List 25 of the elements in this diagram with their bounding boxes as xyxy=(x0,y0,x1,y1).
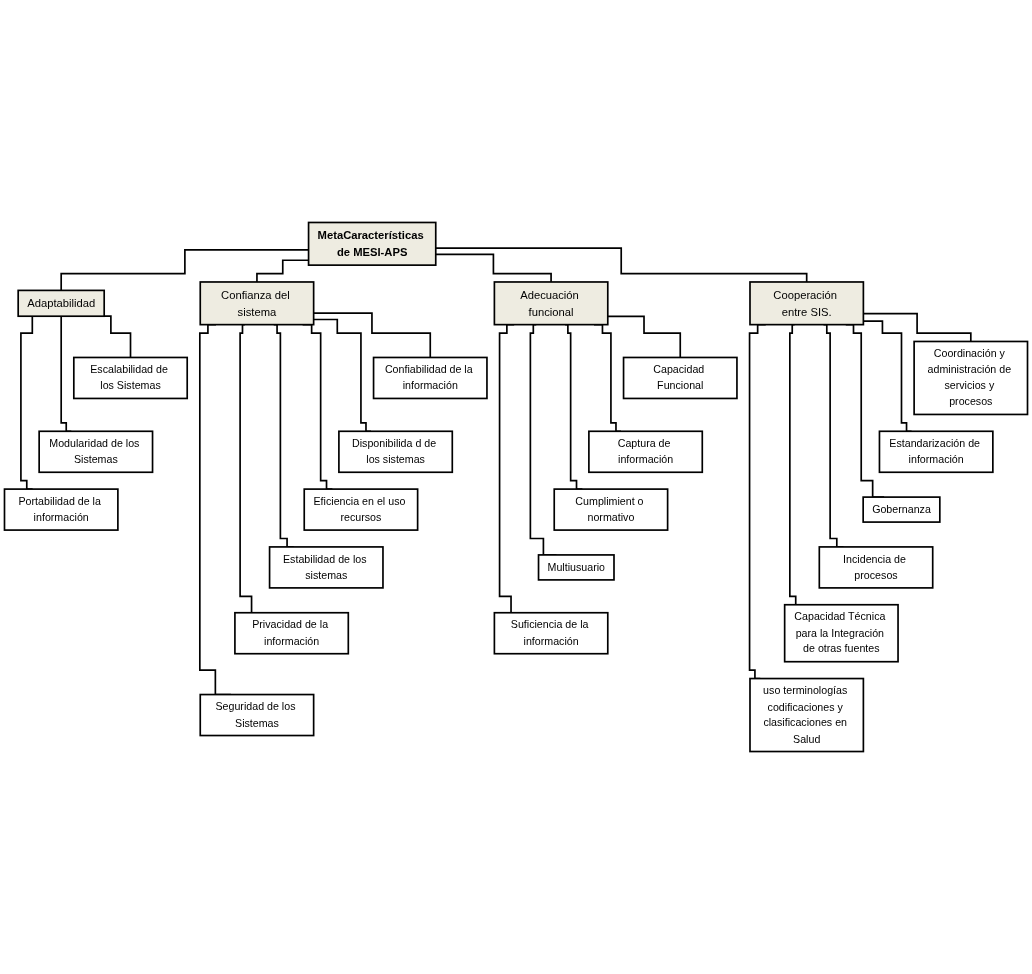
node-box: Portabilidad de la información xyxy=(3,488,119,531)
node-box: Confiabilidad de la información xyxy=(372,356,488,400)
node-box: Coordinación y administración de servicios y procesos xyxy=(913,340,1029,416)
node-box: Seguridad de los Sistemas xyxy=(199,693,315,737)
node-box: uso terminologías codificaciones y clasificaciones en Salud xyxy=(749,677,865,753)
node-box: Cumplimient o normativo xyxy=(553,488,669,531)
node-box: Incidencia de procesos xyxy=(818,546,934,589)
node-box: Capacidad Técnica para la Integración de otras fuentes xyxy=(783,603,899,663)
node-box: Eficiencia en el uso recursos xyxy=(303,488,419,531)
node-box: MetaCaracterísticas de MESI-APS xyxy=(307,221,437,266)
node-box: Adecuación funcional xyxy=(493,281,609,326)
node-box: Suficiencia de la información xyxy=(493,611,609,655)
node-box: Cooperación entre SIS. xyxy=(749,281,865,326)
node-box: Estabilidad de los sistemas xyxy=(268,546,384,589)
node-box: Privacidad de la información xyxy=(234,611,350,655)
node-box: Gobernanza xyxy=(862,496,941,523)
node-box: Modularidad de los Sistemas xyxy=(38,430,154,474)
node-box: Captura de información xyxy=(588,430,704,474)
node-box: Adaptabilidad xyxy=(17,289,106,318)
node-box: Confianza del sistema xyxy=(199,281,315,326)
node-box: Multiusuario xyxy=(537,554,615,581)
node-box: Escalabilidad de los Sistemas xyxy=(72,356,189,400)
node-box: Capacidad Funcional xyxy=(622,356,738,400)
node-box: Disponibilida d de los sistemas xyxy=(338,430,454,474)
node-box: Estandarización de información xyxy=(878,430,994,474)
